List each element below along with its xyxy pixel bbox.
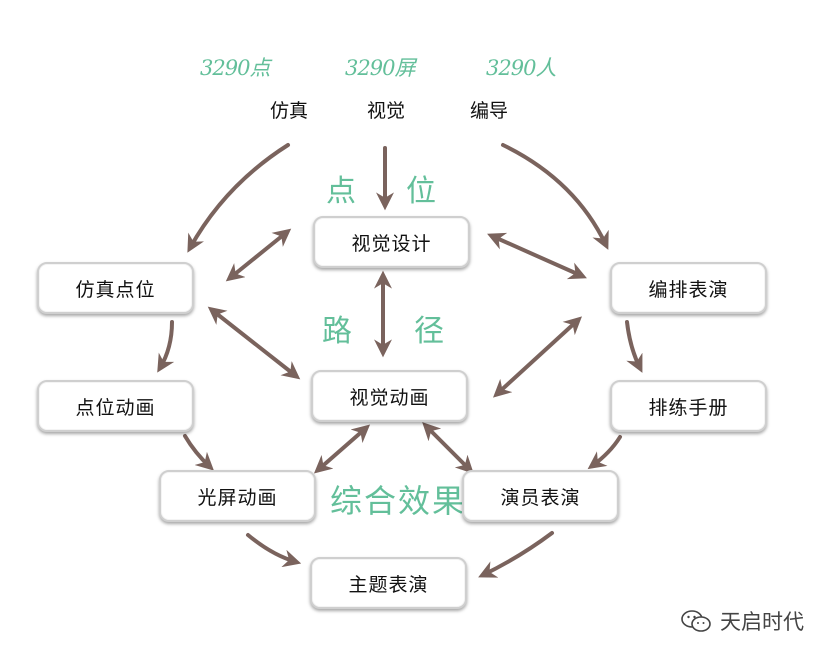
node-visual-animation: 视觉动画 <box>311 370 468 422</box>
annotation-combined-effect: 综合效果 <box>330 482 467 520</box>
annotation-path-left: 路 <box>322 314 356 349</box>
arrow-point-animation-to-screen-animation <box>183 434 214 471</box>
annotation-people-count: 3290人 <box>486 56 556 80</box>
arrow-simulation-to-sim-points <box>187 143 290 253</box>
node-theme-show: 主题表演 <box>310 557 467 609</box>
arrow-visual-animation-screen-animation <box>313 424 371 474</box>
node-performer-show: 演员表演 <box>462 470 619 522</box>
arrow-visual-design-sim-points <box>225 228 292 282</box>
arrow-rehearsal-manual-to-performer-show <box>587 435 622 470</box>
watermark: 天启时代 <box>680 604 804 638</box>
node-choreography: 编排表演 <box>610 262 767 314</box>
arrow-visual-animation-performer-show <box>422 422 474 474</box>
wechat-icon <box>680 608 712 634</box>
arrow-choreography-to-rehearsal-manual <box>625 320 643 373</box>
arrow-sim-points-to-point-animation <box>157 320 175 373</box>
annotation-points-right: 位 <box>406 174 440 209</box>
node-rehearsal-manual: 排练手册 <box>610 380 767 432</box>
label-director: 编导 <box>470 100 509 122</box>
label-visual: 视觉 <box>367 100 406 122</box>
arrow-choreography-visual-animation <box>493 316 582 398</box>
label-simulation: 仿真 <box>270 100 309 122</box>
arrow-screen-animation-to-theme-show <box>246 533 302 568</box>
arrow-performer-show-to-theme-show <box>478 531 554 578</box>
node-screen-animation: 光屏动画 <box>159 470 316 522</box>
annotation-points-left: 点 <box>326 174 360 209</box>
node-visual-design: 视觉设计 <box>313 216 470 268</box>
node-point-animation: 点位动画 <box>37 380 194 432</box>
arrow-sim-points-visual-animation <box>207 306 301 380</box>
arrow-director-to-choreography <box>501 143 609 250</box>
watermark-text: 天启时代 <box>720 610 804 634</box>
annotation-path-right: 径 <box>414 314 448 349</box>
arrow-visual-design-choreography <box>487 232 587 280</box>
annotation-point-count: 3290点 <box>200 56 270 80</box>
annotation-screen-count: 3290屏 <box>345 56 415 80</box>
node-sim-points: 仿真点位 <box>37 262 194 314</box>
